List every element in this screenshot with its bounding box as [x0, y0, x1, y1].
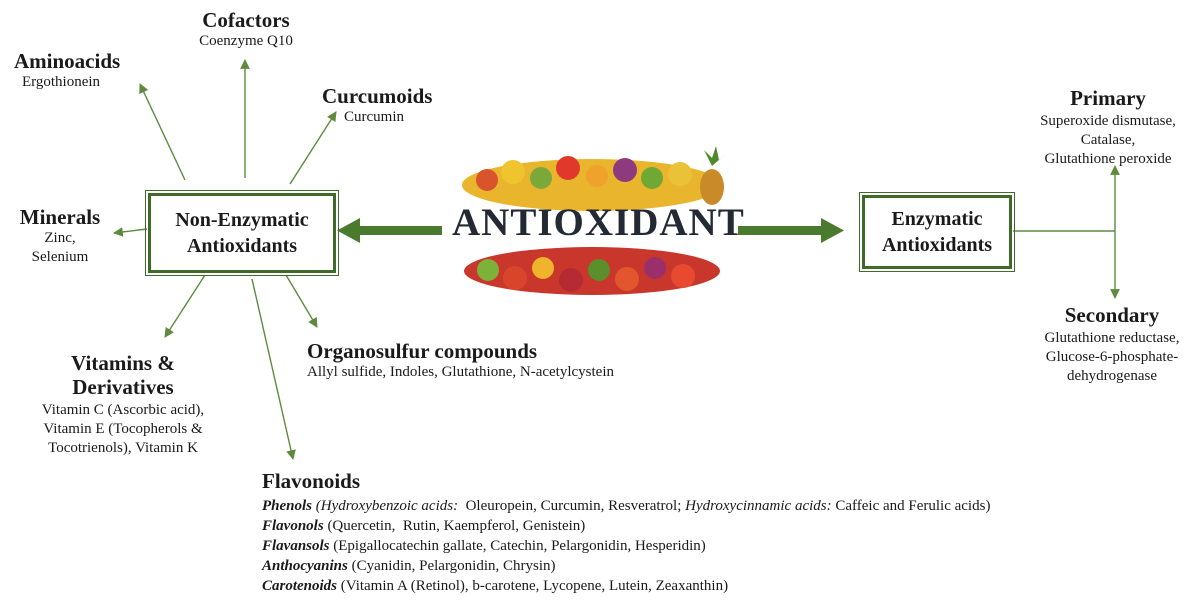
minerals-item-2: Selenium	[31, 249, 89, 265]
phenols-text2: Caffeic and Ferulic acids)	[831, 498, 991, 514]
enzymatic-line1: Enzymatic	[891, 208, 983, 230]
primary-item-3: Glutathione peroxide	[1044, 151, 1172, 167]
aminoacids-item: Ergothionein	[22, 74, 101, 90]
secondary-item-2: Glucose-6-phosphate-	[1045, 349, 1179, 365]
vitamins-title-1: Vitamins &	[71, 351, 175, 375]
phenols-label: Phenols	[262, 498, 313, 514]
arrow-to-curcumoids	[289, 111, 337, 185]
flavonoids-title: Flavonoids	[262, 469, 361, 493]
vitamins-group: Vitamins & Derivatives Vitamin C (Ascorb…	[14, 351, 232, 458]
organosulfur-title: Organosulfur compounds	[307, 339, 538, 363]
flavonols-text: (Quercetin, Rutin, Kaempferol, Genistein…	[323, 518, 586, 534]
minerals-group: Minerals Zinc, Selenium	[12, 205, 108, 267]
arrow-to-flavonoids	[251, 278, 296, 460]
secondary-item-1: Glutathione reductase,	[1044, 330, 1180, 346]
primary-title: Primary	[1070, 86, 1146, 110]
arrow-to-aminoacids	[139, 83, 186, 181]
carotenoids-text: (Vitamin A (Retinol), b-carotene, Lycope…	[337, 578, 729, 594]
secondary-title: Secondary	[1064, 303, 1160, 327]
flavonoids-group: Flavonoids Phenols (Hydroxybenzoic acids…	[262, 469, 990, 596]
organosulfur-group: Organosulfur compounds Allyl sulfide, In…	[307, 339, 614, 382]
secondary-group: Secondary Glutathione reductase, Glucose…	[1024, 303, 1200, 386]
non-enzymatic-line2: Antioxidants	[186, 235, 298, 257]
primary-item-1: Superoxide dismutase,	[1040, 113, 1176, 129]
flavonols-label: Flavonols	[262, 518, 324, 534]
aminoacids-group: Aminoacids Ergothionein	[14, 49, 120, 92]
arrow-to-organosulfur	[285, 274, 318, 328]
anthocyanins-label: Anthocyanins	[262, 558, 348, 574]
curcumoids-group: Curcumoids Curcumin	[322, 84, 432, 127]
curcumoids-item: Curcumin	[344, 109, 404, 125]
arrow-to-vitamins	[164, 274, 206, 338]
fruit-band-image	[462, 146, 728, 295]
vitamins-title-2: Derivatives	[72, 375, 174, 399]
flavansols-label: Flavansols	[262, 538, 330, 554]
primary-group: Primary Superoxide dismutase, Catalase, …	[1020, 86, 1196, 169]
antioxidant-title: ANTIOXIDANT	[452, 201, 745, 244]
minerals-item-1: Zinc,	[44, 230, 76, 246]
flavonoids-row-flavonols: Flavonols (Quercetin, Rutin, Kaempferol,…	[262, 516, 990, 536]
organosulfur-item: Allyl sulfide, Indoles, Glutathione, N-a…	[307, 364, 615, 380]
cofactors-item: Coenzyme Q10	[199, 33, 293, 49]
cofactors-group: Cofactors Coenzyme Q10	[180, 8, 312, 51]
enzymatic-box: Enzymatic Antioxidants	[859, 192, 1015, 272]
anthocyanins-text: (Cyanidin, Pelargonidin, Chrysin)	[347, 558, 556, 574]
curcumoids-title: Curcumoids	[322, 84, 433, 108]
vitamins-item-3: Tocotrienols), Vitamin K	[48, 440, 198, 456]
flavansols-text: (Epigallocatechin gallate, Catechin, Pel…	[329, 538, 706, 554]
phenols-open: (	[312, 498, 321, 514]
secondary-item-3: dehydrogenase	[1067, 368, 1157, 384]
phenols-sub1: Hydroxybenzoic acids:	[320, 498, 459, 514]
big-arrow-left	[337, 218, 442, 243]
phenols-text1: Oleuropein, Curcumin, Resveratrol;	[458, 498, 686, 514]
flavonoids-row-phenols: Phenols (Hydroxybenzoic acids: Oleuropei…	[262, 496, 990, 516]
non-enzymatic-line1: Non-Enzymatic	[175, 209, 309, 231]
enzymatic-line2: Antioxidants	[881, 234, 993, 256]
minerals-title: Minerals	[19, 205, 101, 229]
non-enzymatic-box: Non-Enzymatic Antioxidants	[145, 190, 339, 276]
cofactors-title: Cofactors	[202, 8, 290, 32]
aminoacids-title: Aminoacids	[14, 49, 121, 73]
flavonoids-row-carotenoids: Carotenoids (Vitamin A (Retinol), b-caro…	[262, 576, 990, 596]
primary-item-2: Catalase,	[1080, 132, 1136, 148]
vitamins-item-1: Vitamin C (Ascorbic acid),	[41, 402, 205, 418]
vitamins-item-2: Vitamin E (Tocopherols &	[43, 421, 203, 437]
arrow-to-minerals	[113, 227, 148, 237]
big-arrow-right	[738, 218, 844, 243]
flavonoids-row-anthocyanins: Anthocyanins (Cyanidin, Pelargonidin, Ch…	[262, 556, 990, 576]
carotenoids-label: Carotenoids	[262, 578, 338, 594]
flavonoids-row-flavansols: Flavansols (Epigallocatechin gallate, Ca…	[262, 536, 990, 556]
phenols-sub2: Hydroxycinnamic acids:	[685, 498, 832, 514]
